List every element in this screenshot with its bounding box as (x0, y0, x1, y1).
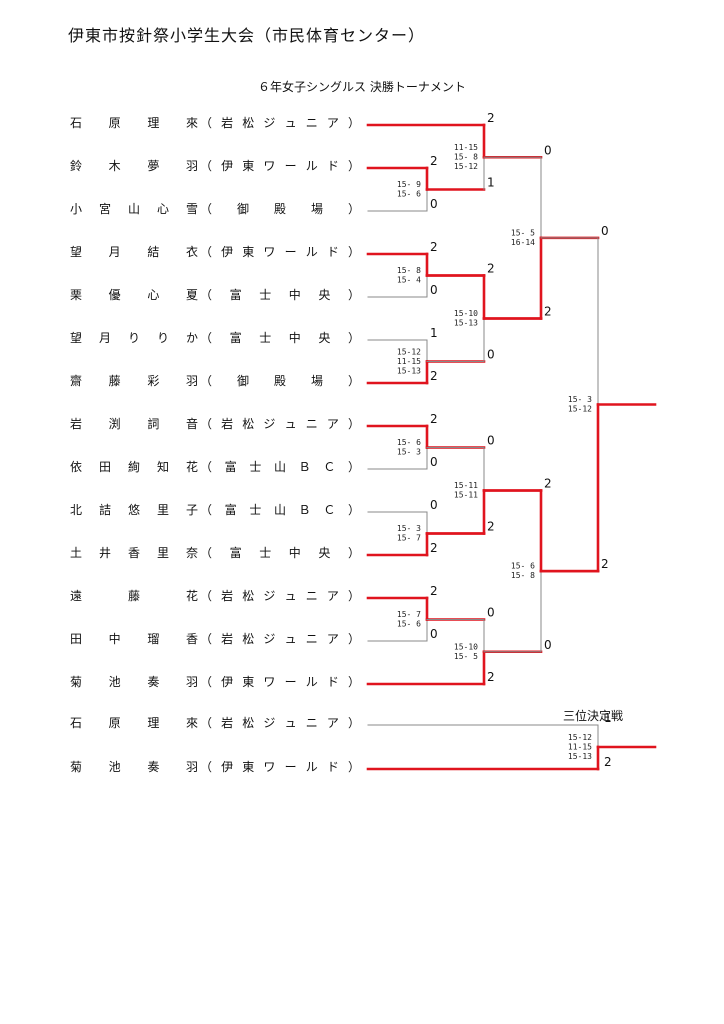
third-place-player-team: （ 伊 東 ワ ー ル ド ） (200, 760, 360, 774)
match-result: 1 (430, 326, 438, 340)
game-score: 11-15 (568, 742, 592, 751)
match-result: 1 (604, 711, 612, 725)
match-result: 2 (430, 541, 438, 555)
match-result: 2 (487, 670, 495, 684)
game-score: 15-13 (454, 319, 478, 328)
game-score: 15- 5 (511, 228, 535, 237)
game-score: 15- 6 (511, 562, 535, 571)
match-result: 0 (430, 197, 438, 211)
game-score: 15- 6 (397, 620, 421, 629)
player-team: （ 富 士 中 央 ） (200, 331, 360, 345)
player-team: （ 富 士 中 央 ） (200, 546, 360, 560)
match-result: 0 (601, 224, 609, 238)
match-result: 0 (487, 348, 495, 362)
player-name: 石 原 理 來 (70, 116, 198, 130)
match-result: 0 (430, 455, 438, 469)
game-score: 15- 8 (511, 571, 535, 580)
game-score: 15-10 (454, 642, 478, 651)
game-score: 15- 7 (397, 534, 421, 543)
bracket-subtitle: ６年女子シングルス 決勝トーナメント (258, 80, 466, 94)
third-place-player-team: （ 岩 松 ジ ュ ニ ア ） (200, 716, 360, 730)
player-team: （ 岩 松 ジ ュ ニ ア ） (200, 632, 360, 646)
game-score: 11-15 (397, 357, 421, 366)
game-score: 15- 9 (397, 180, 421, 189)
player-name: 菊 池 奏 羽 (70, 675, 198, 689)
player-team: （ 富 士 中 央 ） (200, 288, 360, 302)
game-score: 15- 8 (397, 266, 421, 275)
player-name: 岩 渕 詞 音 (70, 417, 198, 431)
player-team: （ 富 士 山 Ｂ Ｃ ） (200, 503, 360, 517)
match-result: 0 (430, 498, 438, 512)
player-name: 栗 優 心 夏 (70, 288, 198, 302)
player-team: （ 伊 東 ワ ー ル ド ） (200, 245, 360, 259)
player-team: （ 岩 松 ジ ュ ニ ア ） (200, 589, 360, 603)
match-result: 0 (487, 606, 495, 620)
match-result: 2 (430, 240, 438, 254)
game-score: 15-10 (454, 309, 478, 318)
page-title: 伊東市按針祭小学生大会（市民体育センター） (68, 26, 426, 45)
match-result: 0 (430, 627, 438, 641)
third-place-player-name: 石 原 理 來 (70, 716, 198, 730)
match-result: 2 (487, 111, 495, 125)
player-team: （ 御 殿 場 ） (200, 374, 360, 388)
player-name: 小 宮 山 心 雪 (70, 202, 198, 216)
game-score: 15- 6 (397, 438, 421, 447)
game-score: 16-14 (511, 238, 535, 247)
game-score: 15- 5 (454, 652, 478, 661)
match-result: 0 (544, 143, 552, 157)
player-name: 北 詰 悠 里 子 (70, 503, 198, 517)
game-score: 15-11 (454, 481, 478, 490)
player-name: 齋 藤 彩 羽 (70, 374, 198, 388)
player-name: 依 田 絢 知 花 (70, 460, 198, 474)
game-score: 11-15 (454, 143, 478, 152)
player-name: 鈴 木 夢 羽 (70, 159, 198, 173)
game-score: 15-12 (397, 347, 421, 356)
game-score: 15- 3 (397, 524, 421, 533)
match-result: 2 (430, 369, 438, 383)
player-team: （ 岩 松 ジ ュ ニ ア ） (200, 417, 360, 431)
game-score: 15- 8 (454, 153, 478, 162)
match-result: 2 (430, 154, 438, 168)
player-name: 田 中 瑠 香 (70, 632, 198, 646)
game-score: 15- 4 (397, 276, 421, 285)
match-result: 0 (430, 283, 438, 297)
player-team: （ 伊 東 ワ ー ル ド ） (200, 675, 360, 689)
match-result: 2 (430, 584, 438, 598)
game-score: 15-13 (568, 752, 592, 761)
match-result: 2 (544, 477, 552, 491)
game-score: 15-12 (568, 405, 592, 414)
third-place-label: 三位決定戦 (563, 708, 623, 723)
match-result: 1 (487, 176, 495, 190)
third-place-player-name: 菊 池 奏 羽 (70, 760, 198, 774)
player-team: （ 富 士 山 Ｂ Ｃ ） (200, 460, 360, 474)
game-score: 15-12 (454, 162, 478, 171)
player-name: 遠 藤 花 (70, 589, 198, 603)
game-score: 15-13 (397, 366, 421, 375)
player-team: （ 御 殿 場 ） (200, 202, 360, 216)
player-team: （ 伊 東 ワ ー ル ド ） (200, 159, 360, 173)
player-name: 望 月 結 衣 (70, 245, 198, 259)
match-result: 2 (487, 520, 495, 534)
player-name: 望 月 り り か (70, 331, 198, 345)
game-score: 15- 6 (397, 190, 421, 199)
game-score: 15- 3 (397, 448, 421, 457)
match-result: 2 (601, 557, 609, 571)
player-name: 土 井 香 里 奈 (70, 546, 198, 560)
match-result: 0 (544, 638, 552, 652)
match-result: 2 (544, 305, 552, 319)
player-team: （ 岩 松 ジ ュ ニ ア ） (200, 116, 360, 130)
match-result: 2 (487, 262, 495, 276)
game-score: 15- 7 (397, 610, 421, 619)
match-result: 2 (604, 755, 612, 769)
game-score: 15- 3 (568, 395, 592, 404)
game-score: 15-12 (568, 733, 592, 742)
game-score: 15-11 (454, 491, 478, 500)
match-result: 0 (487, 434, 495, 448)
match-result: 2 (430, 412, 438, 426)
